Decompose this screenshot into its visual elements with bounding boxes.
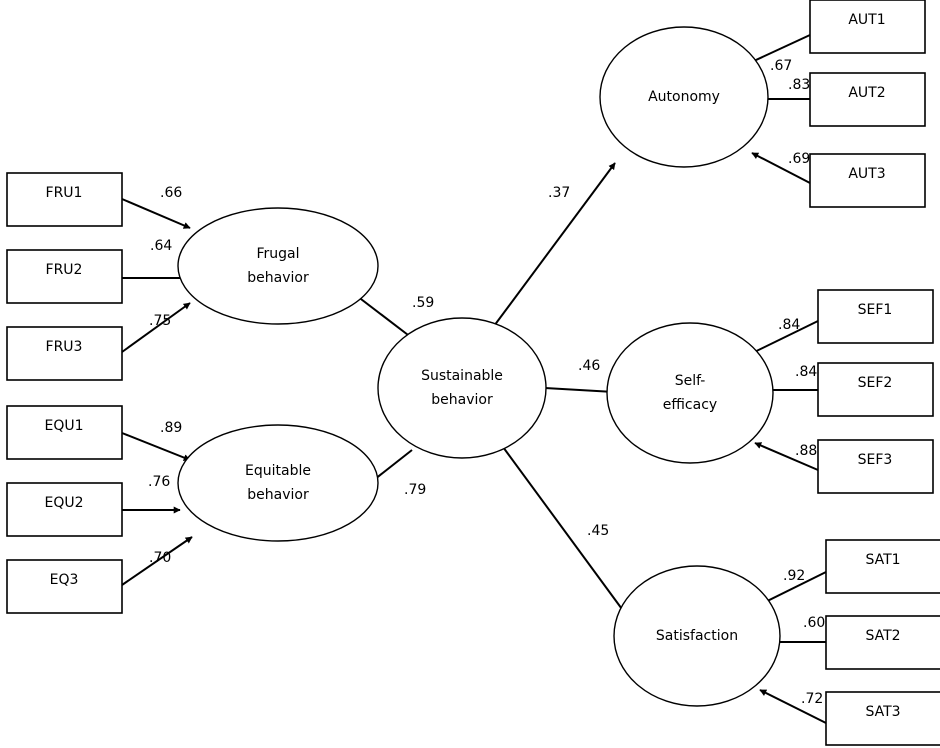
path-coefficient-frugal: .59 xyxy=(412,295,434,311)
indicator-label: SAT3 xyxy=(865,704,900,720)
indicator-box-self_efficacy xyxy=(817,439,934,494)
loading-value: .67 xyxy=(770,58,792,74)
indicator-label: AUT1 xyxy=(848,12,885,28)
indicator-label: AUT2 xyxy=(848,85,885,101)
loading-value: .83 xyxy=(788,77,810,93)
latent-label-frugal: Frugal xyxy=(256,246,299,262)
indicator-label: SEF3 xyxy=(858,452,893,468)
indicator-label: AUT3 xyxy=(848,166,885,182)
latent-label-frugal: behavior xyxy=(247,270,309,286)
latent-label-autonomy: Autonomy xyxy=(648,89,720,105)
latent-label-satisfaction: Satisfaction xyxy=(656,628,738,644)
indicator-label: FRU1 xyxy=(46,185,83,201)
indicator-box-satisfaction xyxy=(825,615,940,670)
path-coefficient-self_efficacy: .46 xyxy=(578,358,600,374)
indicator-label: FRU2 xyxy=(46,262,83,278)
latent-label-sustainable: Sustainable xyxy=(421,368,503,384)
indicator-box-frugal xyxy=(6,172,123,227)
latent-equitable xyxy=(177,424,379,542)
path-arrow-autonomy xyxy=(493,162,616,327)
indicator-box-frugal xyxy=(6,326,123,381)
indicator-label: FRU3 xyxy=(46,339,83,355)
loading-value: .66 xyxy=(160,185,182,201)
latent-self_efficacy xyxy=(606,322,774,464)
loading-arrow xyxy=(121,536,193,586)
latent-label-self_efficacy: efficacy xyxy=(663,397,717,413)
indicator-box-autonomy xyxy=(809,153,926,208)
loading-value: .88 xyxy=(795,443,817,459)
loading-arrow xyxy=(121,302,191,353)
indicator-box-satisfaction xyxy=(825,691,940,746)
loading-value: .76 xyxy=(148,474,170,490)
loading-value: .70 xyxy=(149,550,171,566)
indicator-label: EQU2 xyxy=(44,495,83,511)
loading-value: .75 xyxy=(149,313,171,329)
loading-value: .72 xyxy=(801,691,823,707)
indicator-box-self_efficacy xyxy=(817,362,934,417)
loading-arrow xyxy=(759,689,827,724)
loading-arrow xyxy=(754,442,819,471)
indicator-label: SEF2 xyxy=(858,375,893,391)
loading-arrow xyxy=(121,432,191,461)
latent-label-self_efficacy: Self- xyxy=(675,373,706,389)
latent-frugal xyxy=(177,207,379,325)
indicator-box-equitable xyxy=(6,482,123,537)
loading-value: .64 xyxy=(150,238,172,254)
indicator-label: SEF1 xyxy=(858,302,893,318)
loading-arrow xyxy=(121,198,191,229)
loading-value: .89 xyxy=(160,420,182,436)
loading-value: .60 xyxy=(803,615,825,631)
latent-label-equitable: Equitable xyxy=(245,463,311,479)
loading-value: .84 xyxy=(795,364,817,380)
path-arrow-satisfaction xyxy=(502,446,631,621)
loading-value: .92 xyxy=(783,568,805,584)
latent-satisfaction xyxy=(613,565,781,707)
loading-value: .69 xyxy=(788,151,810,167)
latent-autonomy xyxy=(599,26,769,168)
indicator-box-satisfaction xyxy=(825,539,940,594)
latent-label-equitable: behavior xyxy=(247,487,309,503)
path-arrow-self_efficacy xyxy=(544,387,615,396)
latent-sustainable xyxy=(377,317,547,459)
indicator-label: EQU1 xyxy=(44,418,83,434)
indicator-label: SAT1 xyxy=(865,552,900,568)
path-coefficient-equitable: .79 xyxy=(404,482,426,498)
indicator-label: EQ3 xyxy=(50,572,79,588)
path-coefficient-satisfaction: .45 xyxy=(587,523,609,539)
indicator-box-frugal xyxy=(6,249,123,304)
loading-value: .84 xyxy=(778,317,800,333)
indicator-label: SAT2 xyxy=(865,628,900,644)
indicator-box-self_efficacy xyxy=(817,289,934,344)
indicator-box-equitable xyxy=(6,559,123,614)
latent-label-sustainable: behavior xyxy=(431,392,493,408)
path-coefficient-autonomy: .37 xyxy=(548,185,570,201)
loading-arrow xyxy=(751,152,811,184)
indicator-box-autonomy xyxy=(809,0,926,54)
indicator-box-equitable xyxy=(6,405,123,460)
